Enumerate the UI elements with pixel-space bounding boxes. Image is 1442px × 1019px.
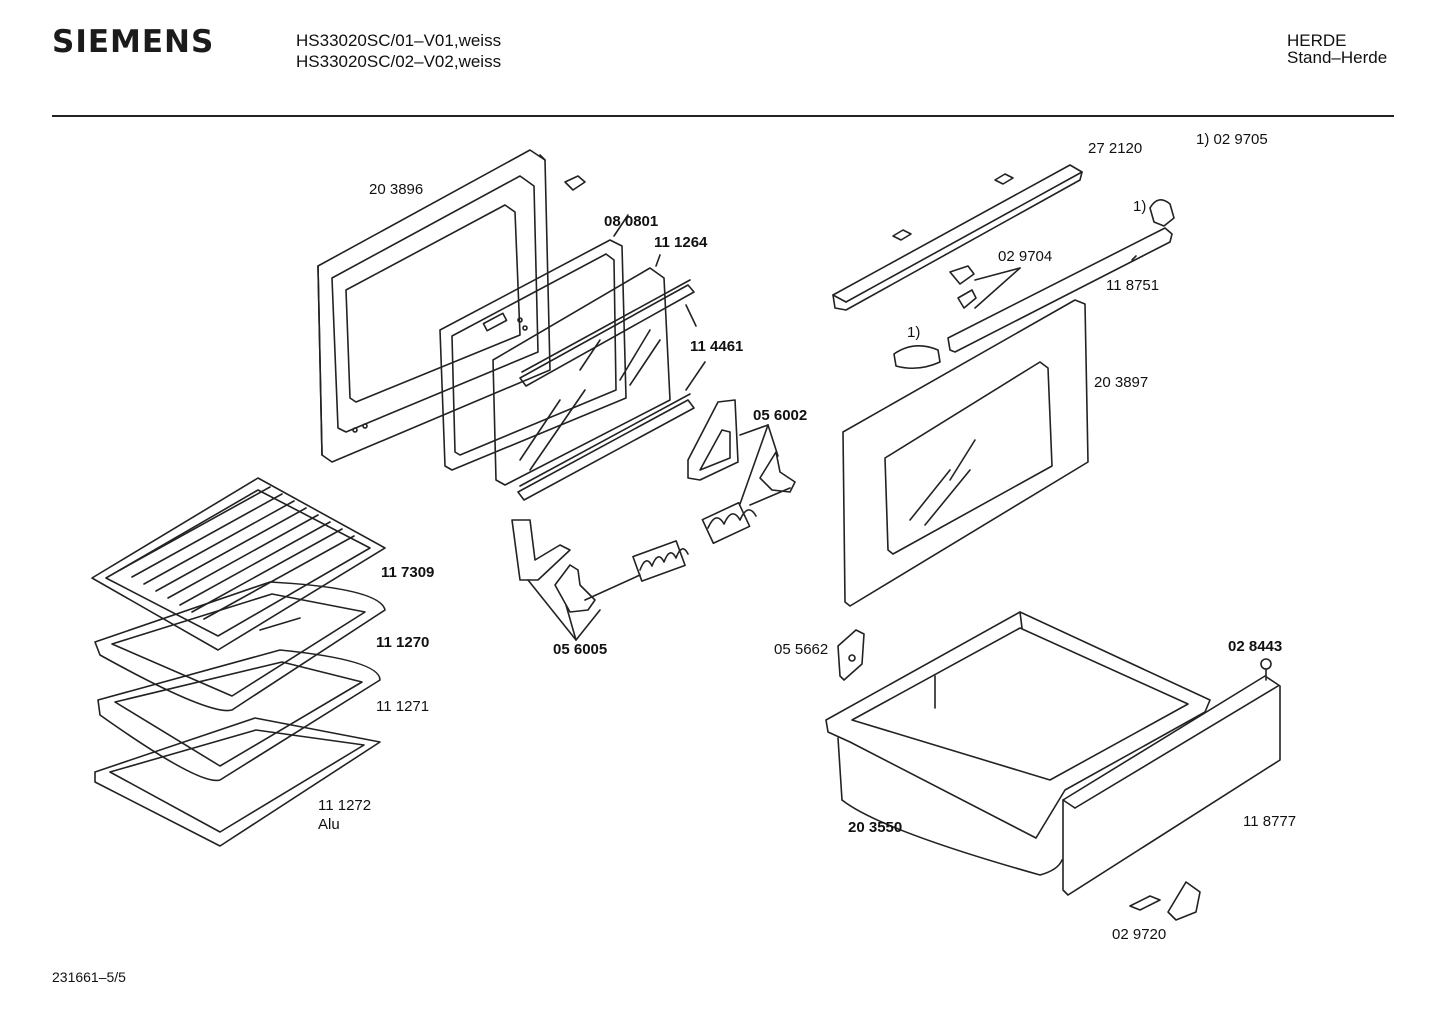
label-118777: 11 8777 [1243, 813, 1297, 830]
part-clip-029704 [950, 266, 1020, 308]
part-alu-tray [95, 718, 380, 846]
label-118751: 11 8751 [1106, 277, 1160, 294]
label-111270: 11 1270 [376, 634, 430, 651]
part-door-inner-frame [318, 150, 585, 462]
model-line-2: HS33020SC/02–V02,weiss [296, 52, 502, 71]
part-catch-029720 [1130, 882, 1200, 920]
part-grill-rack [92, 478, 385, 650]
part-drawer [826, 612, 1210, 875]
label-029704: 02 9704 [998, 248, 1053, 265]
model-line-1: HS33020SC/01–V01,weiss [296, 31, 502, 50]
label-111271: 11 1271 [376, 698, 430, 715]
label-056002: 05 6002 [753, 407, 808, 424]
label-272120: 27 2120 [1088, 140, 1143, 157]
label-055662: 05 5662 [774, 641, 829, 658]
label-203897: 20 3897 [1094, 374, 1149, 391]
part-outer-door [843, 300, 1088, 606]
label-114461: 11 4461 [690, 338, 744, 355]
label-ref1-top: 1) [1133, 198, 1147, 215]
part-glass-rails [518, 280, 705, 500]
label-203896: 20 3896 [369, 181, 424, 198]
part-hinge-056002 [688, 400, 795, 543]
label-111272: 11 1272 [318, 797, 372, 814]
part-door-glass [493, 255, 670, 485]
category-line-1: HERDE [1287, 31, 1347, 50]
part-handle-bar [833, 165, 1082, 310]
header-rule [52, 115, 1394, 117]
brand-logo: SIEMENS [52, 24, 215, 60]
part-baking-tray [98, 650, 380, 780]
label-203550: 20 3550 [848, 819, 903, 836]
label-117309: 11 7309 [381, 564, 435, 581]
part-deep-tray [95, 582, 385, 711]
part-hinge-056005 [512, 520, 688, 640]
part-lower-bar [894, 200, 1174, 368]
part-seal-frame [440, 215, 628, 470]
label-ref1-left: 1) [907, 324, 921, 341]
part-screw-028443 [1261, 659, 1271, 680]
part-drawer-front [1063, 676, 1280, 895]
label-111264: 11 1264 [654, 234, 708, 251]
label-056005: 05 6005 [553, 641, 608, 658]
category-line-2: Stand–Herde [1287, 48, 1388, 67]
label-alu: Alu [318, 816, 340, 833]
document-id: 231661–5/5 [52, 969, 126, 985]
label-029720: 02 9720 [1112, 926, 1167, 943]
label-028443: 02 8443 [1228, 638, 1283, 655]
label-080801: 08 0801 [604, 213, 659, 230]
footnote-ref1: 1) 02 9705 [1196, 131, 1268, 148]
part-bracket-055662 [838, 630, 864, 680]
